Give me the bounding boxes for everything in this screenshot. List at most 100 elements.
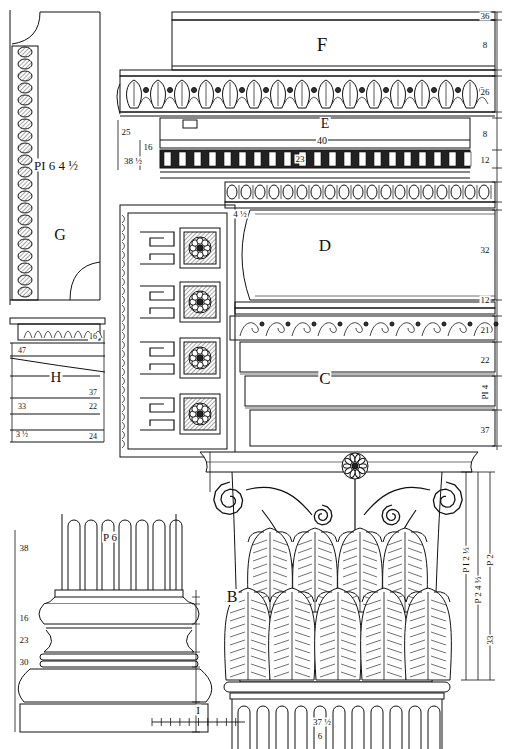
- ornament: [286, 322, 290, 326]
- line: [318, 572, 332, 577]
- line: [388, 580, 402, 585]
- line: [104, 330, 105, 442]
- line: [295, 608, 310, 613]
- line: [253, 572, 267, 577]
- dimension-number: 3 ½: [15, 431, 29, 439]
- ornament: [140, 398, 174, 412]
- egg: [465, 185, 475, 199]
- line: [341, 624, 356, 629]
- line: [320, 624, 335, 629]
- line: [176, 514, 177, 590]
- dimension-number: 22: [480, 356, 491, 365]
- molding: [254, 152, 261, 166]
- line: [281, 185, 282, 199]
- petal: [357, 457, 366, 465]
- line: [253, 556, 267, 561]
- molding: [224, 152, 231, 166]
- ornament: [408, 88, 413, 93]
- ornament: [264, 88, 269, 93]
- line: [245, 408, 495, 409]
- line: [366, 664, 381, 669]
- ornament: [153, 520, 165, 590]
- egg: [395, 185, 405, 199]
- line: [442, 699, 443, 749]
- ornament: [122, 278, 125, 286]
- line: [298, 556, 312, 561]
- line: [387, 616, 402, 621]
- molding: [164, 152, 171, 166]
- line: [320, 656, 335, 661]
- line: [118, 120, 119, 170]
- ornament: [214, 482, 243, 514]
- line: [230, 664, 245, 669]
- line: [134, 82, 135, 106]
- ornament: [362, 592, 378, 602]
- leaf: [18, 179, 32, 189]
- line: [255, 296, 495, 297]
- ornament: [343, 80, 358, 108]
- ornament: [370, 323, 388, 336]
- line: [350, 82, 351, 106]
- dimension-number: P 2: [486, 553, 495, 566]
- line: [251, 664, 266, 669]
- ornament: [122, 215, 125, 223]
- ornament: [197, 411, 203, 417]
- line: [431, 616, 446, 621]
- ornament: [315, 588, 362, 680]
- line: [491, 185, 492, 199]
- ornament: [64, 331, 72, 338]
- ornament: [254, 592, 270, 602]
- line: [295, 624, 310, 629]
- line: [492, 316, 502, 317]
- ornament: [188, 97, 200, 104]
- line: [274, 640, 289, 645]
- ornament: [411, 532, 427, 542]
- molding: [18, 324, 100, 340]
- ornament: [189, 237, 211, 259]
- line: [230, 608, 245, 613]
- line: [366, 600, 381, 605]
- molding: [230, 316, 495, 340]
- line: [198, 718, 199, 726]
- ornament: [122, 404, 125, 412]
- line: [318, 580, 332, 585]
- line: [407, 185, 408, 199]
- ornament: [333, 706, 345, 749]
- line: [230, 640, 245, 645]
- ornament: [225, 588, 272, 680]
- ornament: [390, 322, 394, 326]
- ornament: [364, 322, 368, 326]
- dimension-number: 16: [19, 614, 30, 623]
- ornament: [122, 359, 125, 367]
- line: [461, 472, 495, 473]
- line: [210, 452, 211, 492]
- molding: [184, 286, 216, 318]
- molding: [160, 118, 470, 148]
- ornament: [452, 97, 464, 104]
- ornament: [284, 97, 296, 104]
- line: [10, 343, 105, 344]
- dimension-number: 33: [17, 403, 27, 411]
- ornament: [202, 240, 208, 246]
- line: [363, 540, 377, 545]
- ornament: [288, 88, 293, 93]
- line: [273, 548, 287, 553]
- dimension-number: 21: [480, 326, 491, 335]
- ornament: [248, 532, 264, 542]
- line: [408, 564, 422, 569]
- molding: [245, 376, 495, 406]
- line: [341, 616, 356, 621]
- line: [230, 616, 245, 621]
- dimension-number: 47: [17, 347, 27, 355]
- line: [192, 652, 200, 653]
- ornament: [39, 604, 199, 624]
- line: [192, 597, 200, 598]
- line: [431, 656, 446, 661]
- line: [363, 556, 377, 561]
- line: [10, 398, 100, 399]
- line: [461, 680, 495, 681]
- ornament: [246, 487, 312, 515]
- molding: [404, 152, 411, 166]
- egg: [367, 185, 377, 199]
- molding: [284, 152, 291, 166]
